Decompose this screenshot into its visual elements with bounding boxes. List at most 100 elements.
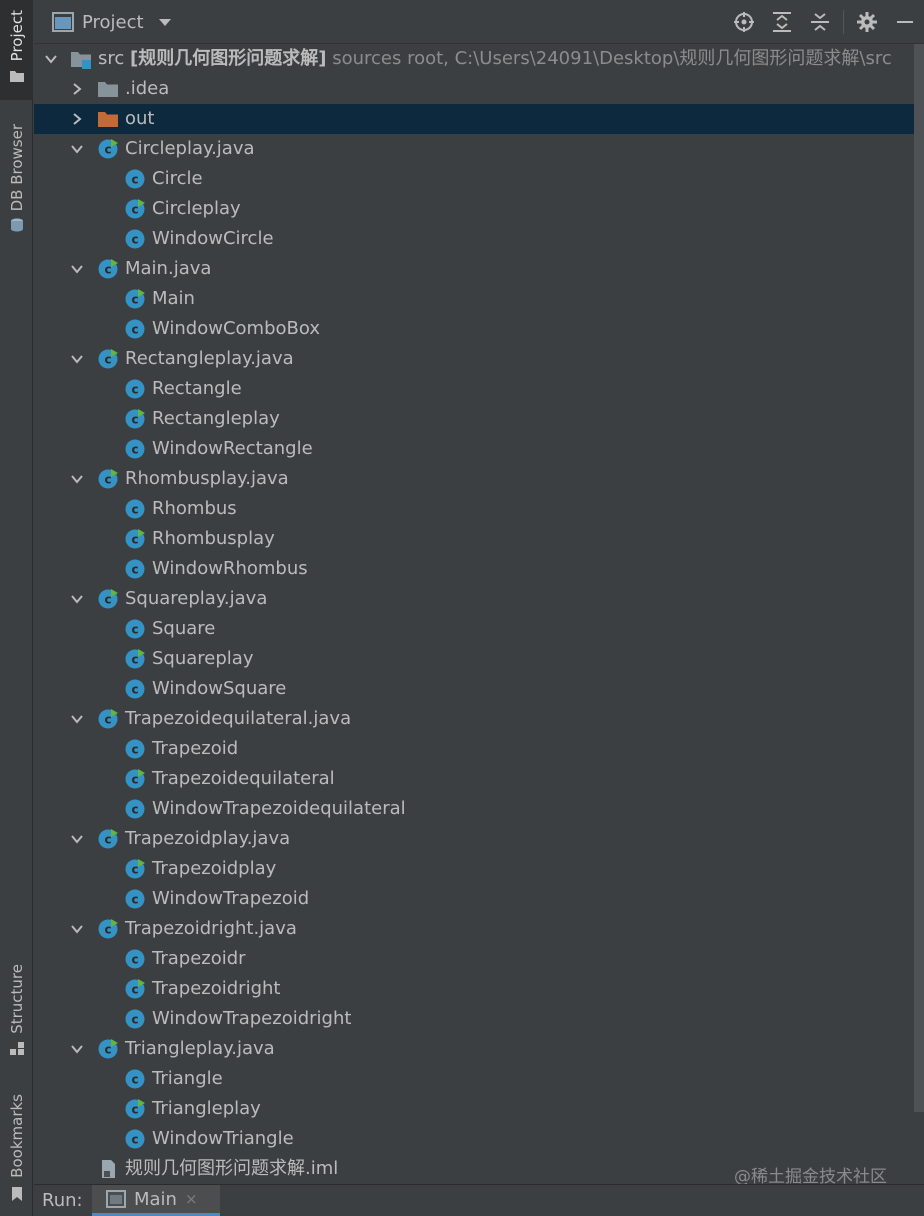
class-icon: c [125, 1009, 145, 1029]
folder-icon [98, 82, 118, 97]
java-class-file-icon: c [98, 709, 118, 729]
tree-item-class[interactable]: c WindowTrapezoidequilateral [34, 794, 914, 824]
tree-item-class[interactable]: c Trapezoid [34, 734, 914, 764]
svg-text:c: c [131, 293, 138, 307]
close-icon[interactable]: × [184, 1190, 198, 1208]
tree-item-label: Trapezoid [152, 738, 239, 759]
chevron-down-icon[interactable] [70, 922, 84, 936]
tree-item-folder[interactable]: out [34, 104, 914, 134]
view-selector[interactable]: Project [52, 0, 172, 44]
tree-item-java-file[interactable]: c Triangleplay.java [34, 1034, 914, 1064]
tree-item-label: WindowTrapezoidequilateral [152, 798, 406, 819]
chevron-down-icon[interactable] [70, 832, 84, 846]
chevron-down-icon[interactable] [70, 352, 84, 366]
module-file-icon [102, 1160, 115, 1178]
svg-text:c: c [131, 803, 138, 817]
java-class-file-icon: c [98, 919, 118, 939]
tree-item-label: WindowTrapezoidright [152, 1008, 352, 1029]
chevron-down-icon[interactable] [70, 712, 84, 726]
chevron-down-icon[interactable] [70, 1042, 84, 1056]
tree-item-label: WindowSquare [152, 678, 287, 699]
svg-text:c: c [104, 473, 111, 487]
main-class-icon: c [125, 529, 145, 549]
expand-all-icon [773, 12, 791, 32]
chevron-down-icon[interactable] [70, 142, 84, 156]
svg-text:c: c [131, 773, 138, 787]
tree-item-label: 规则几何图形问题求解.iml [125, 1158, 339, 1179]
svg-text:c: c [131, 413, 138, 427]
tree-item-class[interactable]: c Circle [34, 164, 914, 194]
tree-item-label: Rectangleplay.java [125, 348, 294, 369]
svg-text:c: c [131, 623, 138, 637]
chevron-down-icon[interactable] [70, 472, 84, 486]
bookmarks-tool-tab[interactable]: Bookmarks [0, 1090, 33, 1208]
chevron-down-icon[interactable] [70, 592, 84, 606]
tree-item-label: out [125, 108, 155, 129]
tree-item-folder[interactable]: .idea [34, 74, 914, 104]
chevron-right-icon[interactable] [70, 112, 84, 126]
tree-item-class[interactable]: c WindowTrapezoidright [34, 1004, 914, 1034]
class-icon: c [125, 1129, 145, 1149]
tree-item-iml[interactable]: 规则几何图形问题求解.iml [34, 1154, 914, 1184]
locate-file-button[interactable] [725, 0, 763, 44]
collapse-all-icon [811, 13, 829, 31]
watermark: @稀土掘金技术社区 [734, 1167, 887, 1187]
collapse-all-button[interactable] [801, 0, 839, 44]
expand-all-button[interactable] [763, 0, 801, 44]
project-tool-tab[interactable]: Project [0, 0, 33, 100]
settings-button[interactable] [848, 0, 886, 44]
svg-text:c: c [131, 1013, 138, 1027]
java-class-file-icon: c [98, 1039, 118, 1059]
tree-item-src[interactable]: src [规则几何图形问题求解] sources root, C:\Users\… [34, 44, 914, 74]
class-icon: c [125, 229, 145, 249]
class-icon: c [125, 739, 145, 759]
chevron-down-icon[interactable] [70, 262, 84, 276]
tree-item-label: Triangleplay.java [125, 1038, 275, 1059]
vertical-scrollbar[interactable] [914, 44, 924, 1112]
hide-panel-button[interactable] [886, 0, 924, 44]
project-tool-tab-label: Project [7, 10, 26, 62]
chevron-right-icon[interactable] [70, 82, 84, 96]
tree-item-label: Circle [152, 168, 203, 189]
class-icon: c [125, 169, 145, 189]
run-tab-main[interactable]: Main × [92, 1185, 220, 1216]
db-browser-tool-tab[interactable]: DB Browser [0, 118, 33, 248]
structure-tool-tab[interactable]: Structure [0, 960, 33, 1064]
svg-text:c: c [104, 1043, 111, 1057]
tree-item-label: .idea [125, 78, 170, 99]
chevron-down-icon[interactable] [44, 52, 58, 66]
svg-text:c: c [131, 503, 138, 517]
class-icon: c [125, 799, 145, 819]
main-class-icon: c [125, 409, 145, 429]
project-tree[interactable]: src [规则几何图形问题求解] sources root, C:\Users\… [34, 44, 914, 1184]
